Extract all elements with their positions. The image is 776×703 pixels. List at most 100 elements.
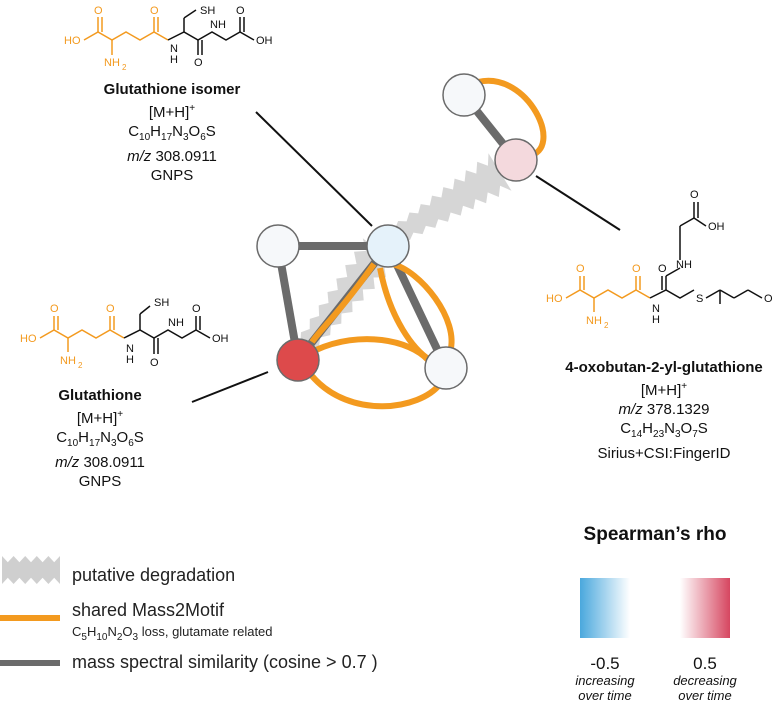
leader-line-glutathione	[191, 371, 269, 403]
atom-nh: NH	[168, 317, 184, 329]
spearman-positive-value: 0.5	[693, 654, 717, 673]
formula-element: S	[205, 123, 216, 140]
formula-element: O	[680, 420, 693, 437]
formula-subscript: 2	[116, 632, 123, 643]
formula-element: C	[128, 123, 140, 140]
node-glutathione[interactable]	[276, 338, 320, 382]
atom-o: O	[764, 293, 773, 305]
formula-subscript: 23	[653, 429, 665, 440]
atom-oh: OH	[212, 333, 229, 345]
formula-element: N	[664, 420, 675, 437]
formula-element: O	[188, 123, 201, 140]
legend-similarity-label: mass spectral similarity (cosine > 0.7 )	[72, 652, 378, 672]
atom-h: H	[126, 354, 134, 366]
formula-subscript: 6	[200, 132, 206, 143]
node-top-left[interactable]	[256, 224, 300, 268]
label-glutathione: Glutathione [M+H]+ C10H17N3O6S m/z 308.0…	[40, 386, 160, 491]
atom-o: O	[192, 303, 201, 315]
desc-line-2: over time	[678, 688, 732, 703]
desc-line-1: decreasing	[673, 673, 737, 688]
formula-element: N	[107, 624, 117, 639]
atom-o: O	[106, 303, 115, 315]
formula-element: N	[100, 429, 111, 446]
desc-line-1: increasing	[575, 673, 635, 688]
legend-degradation-label: putative degradation	[72, 565, 236, 585]
desc-line-2: over time	[578, 688, 632, 703]
atom-nh2: NH	[586, 315, 602, 327]
node-4-oxobutan-2-yl-glutathione[interactable]	[494, 138, 538, 182]
atom-nh2-sub: 2	[78, 361, 83, 370]
source: Sirius+CSI:FingerID	[597, 445, 731, 462]
structure-glutathione-isomer-atoms: HO O NH 2 O SH N H O NH O OH	[64, 5, 273, 72]
leader-line-oxobutan	[535, 175, 621, 231]
formula-subscript: 3	[674, 429, 681, 440]
mass2motif-edge-red-br-lower	[309, 373, 443, 410]
formula-element: H	[642, 420, 654, 437]
spearman-negative-value: -0.5	[590, 654, 620, 673]
formula: C10H17N3O6S	[40, 428, 160, 453]
atom-n: N	[652, 303, 660, 315]
atom-o: O	[194, 57, 203, 69]
node-bottom-right[interactable]	[424, 346, 468, 390]
source: GNPS	[150, 167, 194, 184]
mass2motif-edge-center-br-outer	[391, 261, 455, 353]
formula-element: H	[86, 624, 97, 639]
legend-degradation-zigzag-icon	[2, 556, 60, 584]
formula-subscript: 10	[67, 438, 79, 449]
source: GNPS	[78, 473, 122, 490]
label-4-oxobutan-2-yl-glutathione: 4-oxobutan-2-yl-glutathione [M+H]+ m/z 3…	[554, 358, 774, 463]
mass2motif-edge-top-pink	[477, 77, 547, 159]
legend-mass2motif-subtext: C5H10N2O3 loss, glutamate related	[72, 624, 273, 643]
atom-n: N	[126, 343, 134, 355]
formula-subscript: 10	[139, 132, 151, 143]
atom-h: H	[170, 54, 178, 66]
formula-element: N	[172, 123, 183, 140]
atom-o: O	[236, 5, 245, 17]
formula-subscript: 17	[89, 438, 101, 449]
structure-oxobutan-atoms: HO O NH 2 O N H O NH O OH S O	[546, 189, 773, 330]
compound-name: Glutathione isomer	[103, 81, 241, 98]
formula-suffix: loss, glutamate related	[138, 624, 273, 639]
formula-element: C	[620, 420, 632, 437]
atom-o: O	[50, 303, 59, 315]
leader-line-isomer	[255, 111, 373, 227]
atom-oh: OH	[708, 221, 725, 233]
adduct: [M+H]+	[76, 409, 124, 427]
node-top[interactable]	[442, 73, 486, 117]
atom-ho: HO	[20, 333, 37, 345]
formula-subscript: 10	[96, 632, 108, 643]
node-glutathione-isomer[interactable]	[366, 224, 410, 268]
spearman-title: Spearman’s rho	[583, 524, 727, 545]
atom-nh: NH	[210, 19, 226, 31]
atom-nh2-sub: 2	[122, 63, 127, 72]
atom-o: O	[150, 5, 159, 17]
atom-h: H	[652, 314, 660, 326]
formula-element: S	[697, 420, 708, 437]
compound-name: Glutathione	[58, 387, 142, 404]
formula-element: O	[116, 429, 129, 446]
formula-subscript: 7	[692, 429, 698, 440]
formula: C14H23N3O7S	[554, 419, 774, 444]
atom-o: O	[632, 263, 641, 275]
mass2motif-edge-red-br-upper	[314, 336, 431, 363]
atom-nh2-sub: 2	[604, 321, 609, 330]
structure-glutathione-atoms: HO O NH 2 O SH N H O NH O OH	[20, 297, 229, 370]
adduct: [M+H]+	[640, 381, 688, 399]
mz: m/z 308.0911	[127, 148, 217, 165]
formula-element: H	[78, 429, 90, 446]
atom-n: N	[170, 43, 178, 55]
legend-mass2motif-label: shared Mass2Motif	[72, 600, 225, 620]
structure-glutathione	[39, 305, 211, 354]
mz: m/z 308.0911	[55, 454, 145, 471]
spearman-positive-desc: decreasing over time	[660, 673, 750, 703]
label-glutathione-isomer: Glutathione isomer [M+H]+ C10H17N3O6S m/…	[92, 80, 252, 185]
structure-glutathione-isomer	[83, 9, 255, 55]
atom-nh: NH	[676, 259, 692, 271]
atom-s: S	[696, 293, 703, 305]
formula-element: O	[122, 624, 133, 639]
atom-nh2: NH	[104, 57, 120, 69]
atom-ho: HO	[546, 293, 563, 305]
formula-subscript: 14	[631, 429, 643, 440]
adduct: [M+H]+	[148, 103, 196, 121]
